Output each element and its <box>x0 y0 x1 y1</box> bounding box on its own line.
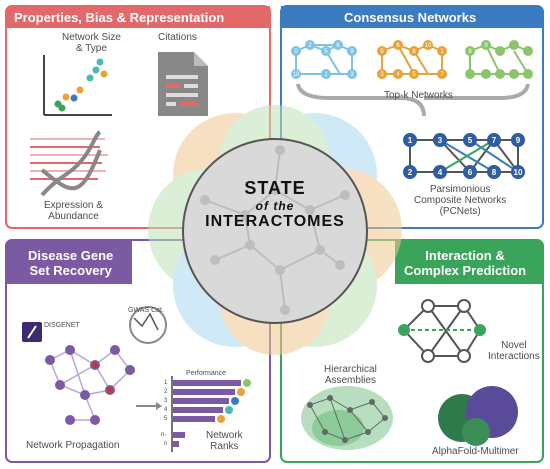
rank-tick-3: 3 <box>164 398 168 404</box>
performance-bars <box>171 376 251 452</box>
scatter-plot-icon <box>43 55 112 116</box>
label-disgenet: DISGENET <box>44 322 80 329</box>
pcnet-node-label: 1 <box>408 136 413 145</box>
disgenet-logo <box>22 322 42 342</box>
small-node-label: 5 <box>380 49 384 55</box>
pcnet-node-label: 7 <box>492 136 497 145</box>
small-node-label: 7 <box>440 72 444 78</box>
pcnet-node-label: 4 <box>438 168 443 177</box>
center-title-line1: State <box>244 178 306 198</box>
panel-title-properties: Properties, Bias & Representation <box>14 10 225 25</box>
pcnet-node-label: 3 <box>438 136 443 145</box>
small-node-label: 9 <box>484 43 488 49</box>
topk-bracket <box>296 83 530 117</box>
small-node-label: 10 <box>293 72 300 78</box>
pcnet-node-label: 9 <box>516 136 521 145</box>
small-node-label: 5 <box>412 72 416 78</box>
small-node-label: 2 <box>308 43 312 49</box>
panel-title-disease: Disease Gene Set Recovery <box>28 248 114 278</box>
small-node-label: 9 <box>350 49 354 55</box>
rank-tick-1: 1 <box>164 380 168 386</box>
label-expression: Expression & Abundance <box>44 200 103 222</box>
small-node-label: 6 <box>336 43 340 49</box>
hierarchical-assembly <box>301 386 393 450</box>
small-node-label: 5 <box>324 49 328 55</box>
small-node-label: 6 <box>396 43 400 49</box>
dna-helix-icon <box>30 130 108 197</box>
pcnet-diagram <box>403 133 525 179</box>
small-node-label: 3 <box>380 72 384 78</box>
rank-tick-4: 4 <box>164 407 168 413</box>
label-ranks: Network Ranks <box>206 430 243 452</box>
center-disc <box>182 138 368 324</box>
small-node-label: 1 <box>440 49 444 55</box>
gwas-catalog-icon <box>129 306 167 344</box>
center-title: State of the Interactomes <box>200 178 350 231</box>
rank-tick-5: 5 <box>164 416 168 422</box>
label-citations: Citations <box>158 32 197 43</box>
pcnet-node-label: 10 <box>514 168 523 177</box>
small-node-label: 4 <box>396 72 400 78</box>
center-title-line3: Interactomes <box>205 213 345 230</box>
center-title-line2: of the <box>255 199 295 213</box>
small-node-label: 1 <box>324 72 328 78</box>
small-node-label: 3 <box>350 72 354 78</box>
rank-tick-2: 2 <box>164 389 168 395</box>
small-node-label: 0 <box>294 49 298 55</box>
panel-title-consensus: Consensus Networks <box>344 10 477 25</box>
label-novel: Novel Interactions <box>488 340 540 362</box>
small-network-nodes <box>291 40 533 79</box>
rank-tick-n-minus: n- <box>161 432 167 438</box>
pcnet-node-label: 2 <box>408 168 413 177</box>
novel-interaction-graph <box>398 299 486 363</box>
label-hierarchical: Hierarchical Assemblies <box>324 364 377 386</box>
arrow-icon <box>136 402 162 410</box>
small-node-label: 8 <box>468 49 472 55</box>
panel-title-prediction: Interaction & Complex Prediction <box>404 248 527 278</box>
small-node-label: 10 <box>425 43 432 49</box>
small-node-label: 8 <box>412 49 416 55</box>
label-pcnets: Parsimonious Composite Networks (PCNets) <box>414 184 507 217</box>
pcnet-node-label: 5 <box>468 136 473 145</box>
protein-structure <box>438 386 518 446</box>
pcnet-node-label: 6 <box>468 168 473 177</box>
document-icon <box>158 52 208 116</box>
rank-tick-n: n <box>164 441 168 447</box>
label-propagation: Network Propagation <box>26 440 120 451</box>
label-gwas: GWAS Cat. <box>128 307 164 314</box>
label-network-size: Network Size & Type <box>62 32 121 54</box>
label-performance: Performance <box>186 370 227 377</box>
pcnet-node-label: 8 <box>492 168 497 177</box>
label-topk: Top-k Networks <box>384 90 453 101</box>
label-alphafold: AlphaFold-Multimer <box>432 446 519 457</box>
propagation-network <box>45 345 135 425</box>
